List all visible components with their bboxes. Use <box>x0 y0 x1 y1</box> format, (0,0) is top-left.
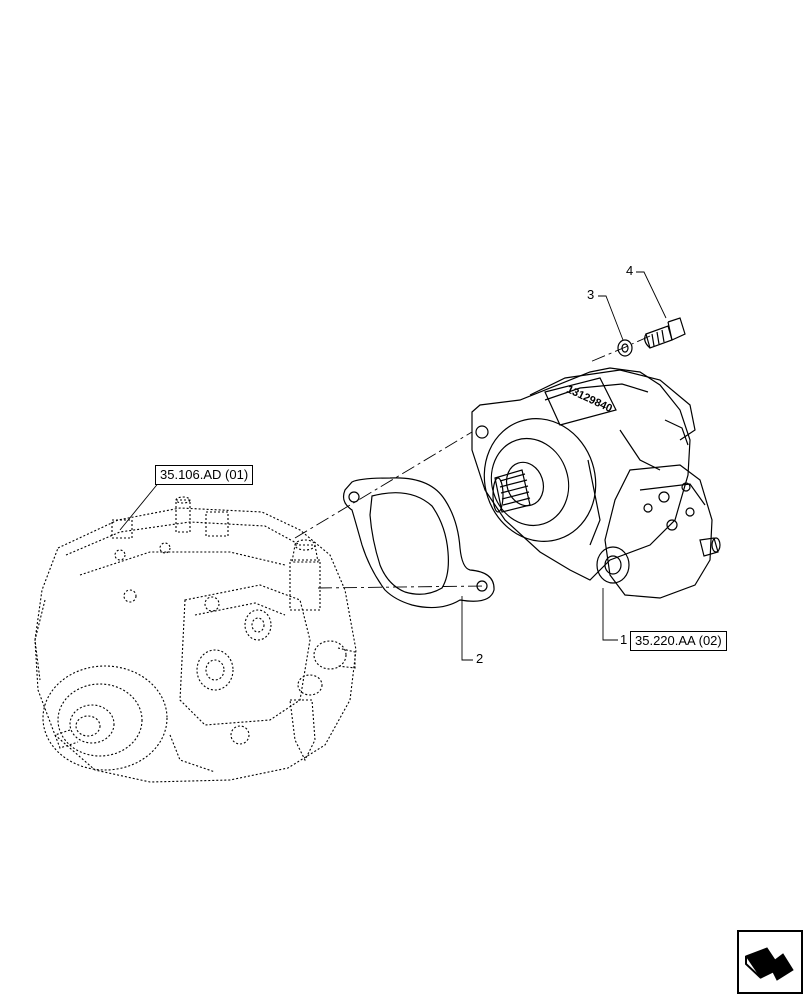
part-number-2: 2 <box>476 651 484 666</box>
washer-part <box>617 339 633 357</box>
assembly-center-lines <box>294 335 651 589</box>
reference-label-right-pump[interactable]: 35.220.AA (02) <box>630 631 727 651</box>
part-number-1: 1 <box>620 632 628 647</box>
main-hydraulic-pump-phantom <box>34 496 357 783</box>
reference-label-left-pump[interactable]: 35.106.AD (01) <box>155 465 254 485</box>
part-number-3: 3 <box>587 287 595 302</box>
bolt-part <box>644 317 686 349</box>
leader-lines <box>119 271 667 661</box>
gear-pump-part: 13129840 <box>471 367 721 599</box>
gasket-part <box>342 477 495 609</box>
pump-marking-text: 13129840 <box>565 383 614 415</box>
part-number-4: 4 <box>626 263 634 278</box>
next-page-arrow-icon[interactable] <box>737 930 803 994</box>
